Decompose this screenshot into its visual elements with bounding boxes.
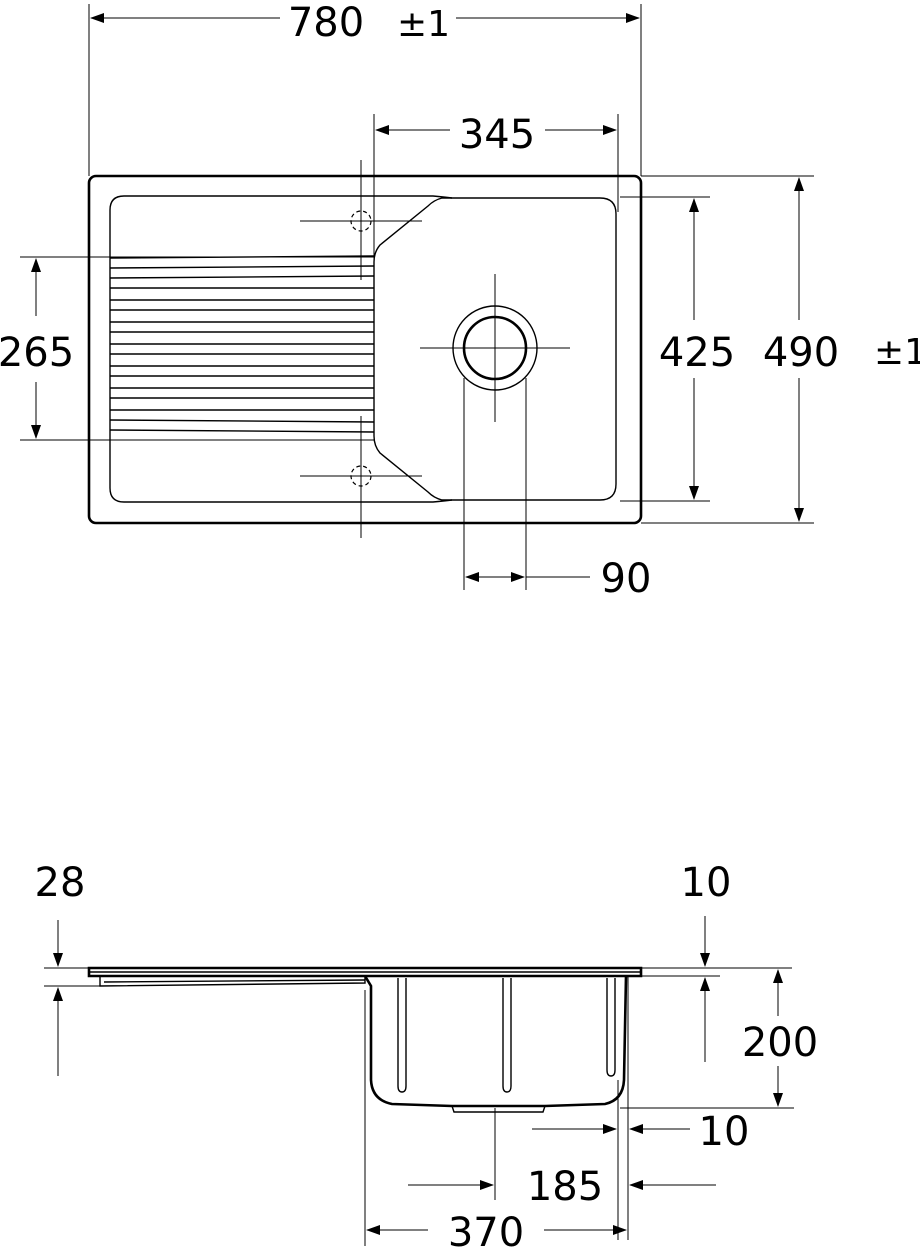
bowl-ribs: [397, 978, 616, 1093]
dimension-overall-width: 490 ±1: [641, 175, 920, 524]
waste-diameter-label: 90: [601, 556, 652, 602]
waste-offset-label: 185: [527, 1164, 603, 1210]
overall-length-tolerance: ±1: [397, 4, 450, 45]
dimension-overall-length: 780 ±1: [88, 0, 642, 176]
dimension-drainer-width: 265: [0, 256, 374, 441]
sink-outer-outline: [87, 174, 643, 525]
bowl-length-label: 345: [459, 112, 535, 158]
bowl-width-label: 425: [659, 330, 735, 376]
overall-width-label: 490: [763, 330, 839, 376]
drainer-grooves: [109, 255, 375, 433]
rim-edge-label: 10: [681, 860, 732, 906]
tap-hole-marker-upper: [300, 160, 422, 280]
bowl-offset-label: 10: [699, 1109, 750, 1155]
dimension-waste-offset: 185: [408, 1108, 716, 1210]
overall-width-tolerance: ±1: [874, 332, 920, 373]
side-view: 28 10 200 10 1: [35, 860, 819, 1250]
overall-length-label: 780: [288, 0, 364, 46]
dimension-bowl-offset: 10: [532, 976, 749, 1240]
waste-outlet: [420, 274, 570, 422]
bowl-depth-label: 200: [742, 1020, 818, 1066]
dimension-bowl-depth: 200: [620, 969, 818, 1109]
dimension-bowl-outer-length: 370: [364, 990, 627, 1250]
dimension-bowl-width: 425: [620, 196, 735, 502]
drainer-width-label: 265: [0, 330, 74, 376]
dimension-waste-diameter: 90: [463, 378, 652, 602]
dimension-rim-edge: 10: [641, 860, 792, 1062]
rim-thickness-label: 28: [35, 860, 86, 906]
bowl-outline: [373, 197, 452, 501]
bowl-body-section: [363, 975, 628, 1108]
tap-hole-marker-lower: [300, 416, 422, 538]
waste-section: [451, 1105, 546, 1113]
dimension-rim-thickness: 28: [35, 860, 100, 1076]
drainer-underside: [99, 976, 366, 987]
top-view: 780 ±1 345 425 490 ±1: [0, 0, 920, 602]
sink-inner-outline: [109, 195, 617, 503]
dimension-bowl-length: 345: [373, 112, 619, 262]
bowl-outer-length-label: 370: [448, 1210, 524, 1250]
